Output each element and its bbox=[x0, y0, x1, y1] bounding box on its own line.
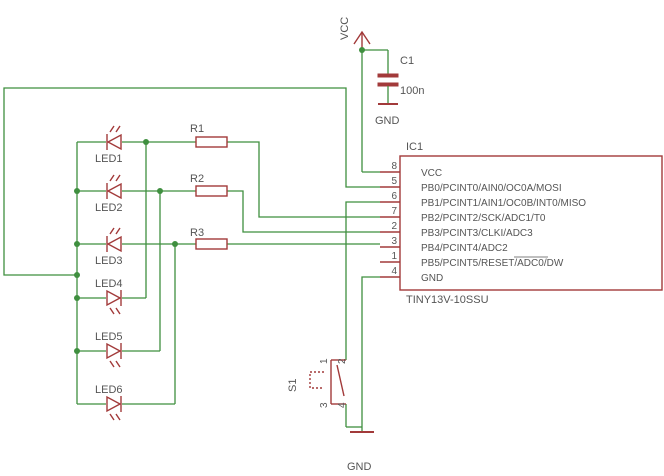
switch-pin: 4 bbox=[337, 402, 348, 408]
led-arrow bbox=[109, 227, 115, 235]
wires bbox=[3, 87, 380, 432]
ic-pin-label: VCC bbox=[421, 168, 442, 179]
switch-pin: 2 bbox=[337, 358, 348, 364]
led-arrow bbox=[115, 227, 121, 235]
gnd-top-label: GND bbox=[375, 115, 400, 127]
ic-pin-label: GND bbox=[421, 273, 443, 284]
led-triangle bbox=[106, 133, 122, 151]
ic-pin-label: PB4/PCINT4/ADC2 bbox=[421, 243, 508, 254]
led-label: LED5 bbox=[95, 331, 123, 343]
ic-pin-num: 8 bbox=[391, 161, 397, 172]
resistor-r1: R1 bbox=[146, 123, 228, 148]
led-arrow bbox=[109, 307, 115, 315]
led-triangle bbox=[106, 342, 122, 360]
junction-dot bbox=[74, 295, 80, 301]
led-arrow bbox=[109, 360, 115, 368]
ic-pin-num: 7 bbox=[391, 206, 397, 217]
led-label: LED1 bbox=[95, 153, 123, 165]
junction-dot bbox=[74, 188, 80, 194]
led-3: LED3 bbox=[77, 227, 175, 267]
resistor-r2: R2 bbox=[160, 173, 228, 197]
junction-dot bbox=[74, 348, 80, 354]
led-arrow bbox=[115, 307, 121, 315]
ic-pin-label: PB1/PCINT1/AIN1/OC0B/INT0/MISO bbox=[421, 198, 586, 209]
c1-value: 100n bbox=[400, 85, 424, 97]
vcc-label: VCC bbox=[339, 17, 351, 40]
vcc-symbol: VCC bbox=[339, 17, 371, 50]
led-triangle bbox=[106, 289, 122, 307]
r2-label: R2 bbox=[190, 173, 204, 185]
led-label: LED4 bbox=[95, 278, 123, 290]
junction-dot bbox=[172, 241, 178, 247]
ic-pin-label: PB0/PCINT0/AIN0/OC0A/MOSI bbox=[421, 183, 562, 194]
switch-pin: 1 bbox=[319, 358, 330, 364]
ic-pin-num: 4 bbox=[391, 266, 397, 277]
led-arrow bbox=[109, 125, 115, 133]
led-6: LED6 bbox=[77, 384, 175, 421]
ic-pin-label: PB5/PCINT5/RESET/ADC0/DW bbox=[421, 258, 564, 269]
c1-name: C1 bbox=[400, 55, 414, 67]
led-arrow bbox=[109, 174, 115, 182]
led-2: LED2 bbox=[77, 174, 160, 214]
junction-dot bbox=[157, 188, 163, 194]
led-triangle bbox=[106, 182, 122, 200]
led-arrow bbox=[115, 360, 121, 368]
junction-dot bbox=[74, 241, 80, 247]
ic-pin-label: PB3/PCINT3/CLKI/ADC3 bbox=[421, 228, 533, 239]
capacitor-c1: C1 100n GND bbox=[361, 49, 424, 172]
led-4: LED4 bbox=[77, 278, 146, 315]
gnd-symbol: GND bbox=[347, 431, 374, 473]
led-arrow bbox=[115, 125, 121, 133]
led-triangle bbox=[106, 395, 122, 413]
led-arrow bbox=[115, 413, 121, 421]
ic-pin-label: PB2/PCINT2/SCK/ADC1/T0 bbox=[421, 213, 546, 224]
led-1: LED1 bbox=[77, 125, 146, 165]
switch-label: S1 bbox=[287, 379, 299, 392]
switch-s1: S1 1 2 3 4 bbox=[287, 358, 348, 408]
ic-part: TINY13V-10SSU bbox=[406, 294, 489, 306]
led-triangle bbox=[106, 235, 122, 253]
junction-dot bbox=[143, 139, 149, 145]
ic-pin-num: 1 bbox=[391, 251, 397, 262]
ic-pin-num: 6 bbox=[391, 191, 397, 202]
resistor-r3: R3 bbox=[175, 227, 228, 250]
led-arrow bbox=[115, 174, 121, 182]
r3-label: R3 bbox=[190, 227, 204, 239]
r1-label: R1 bbox=[190, 123, 204, 135]
switch-pin: 3 bbox=[319, 402, 330, 408]
led-arrow bbox=[109, 413, 115, 421]
junction-group bbox=[74, 47, 365, 354]
gnd-bottom-label: GND bbox=[347, 461, 372, 473]
led-label: LED3 bbox=[95, 255, 123, 267]
ic-name: IC1 bbox=[406, 141, 423, 153]
led-label: LED2 bbox=[95, 202, 123, 214]
led-label: LED6 bbox=[95, 384, 123, 396]
junction-dot bbox=[359, 47, 365, 53]
ic-pin-num: 5 bbox=[391, 176, 397, 187]
ic1: IC1 TINY13V-10SSU 8 5 6 7 2 3 1 4 VCC PB… bbox=[380, 141, 663, 306]
junction-dot bbox=[74, 272, 80, 278]
ic-pin-num: 2 bbox=[391, 221, 397, 232]
led-5: LED5 bbox=[77, 331, 160, 368]
ic-pin-num: 3 bbox=[391, 236, 397, 247]
